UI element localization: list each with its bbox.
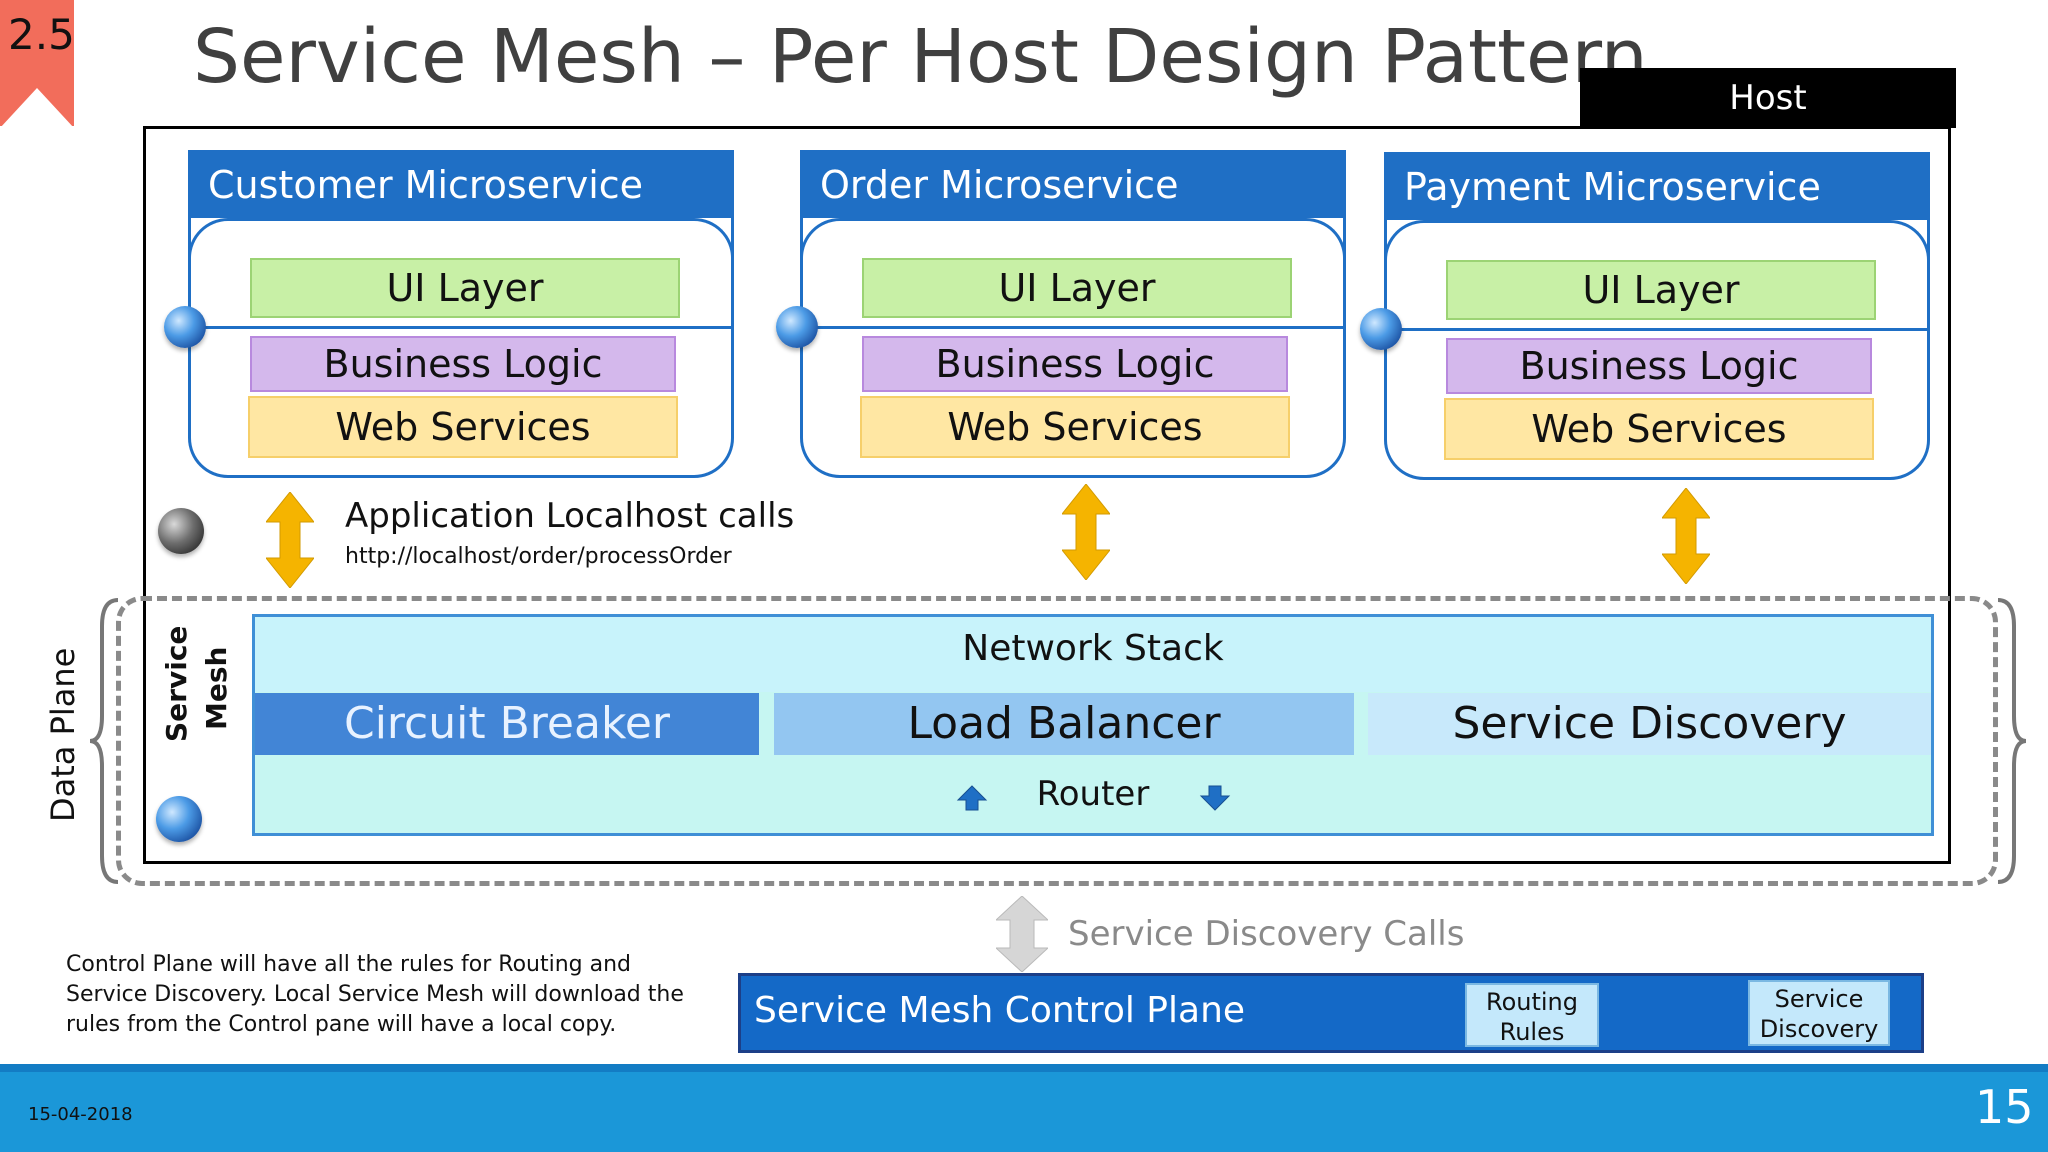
routing-rules-chip: Routing Rules [1465, 983, 1599, 1047]
service-discovery-chip: Service Discovery [1748, 980, 1890, 1046]
ui-layer: UI Layer [250, 258, 680, 318]
web-services-layer: Web Services [1444, 398, 1874, 460]
globe-icon [164, 306, 206, 348]
customer-microservice: Customer Microservice [188, 150, 734, 220]
router-label: Router [1036, 774, 1150, 814]
service-discovery-calls-label: Service Discovery Calls [1068, 914, 1465, 954]
footer-date: 15-04-2018 [28, 1104, 133, 1125]
section-badge-notch [0, 88, 74, 128]
globe-icon [1360, 308, 1402, 350]
order-microservice: Order Microservice [800, 150, 1346, 220]
microservice-title: Customer Microservice [188, 150, 734, 220]
business-logic-layer: Business Logic [250, 336, 676, 392]
globe-icon [156, 796, 202, 842]
service-discovery-calls-arrow-icon [996, 896, 1048, 972]
load-balancer: Load Balancer [774, 693, 1354, 755]
slide-title: Service Mesh – Per Host Design Pattern [193, 14, 1648, 100]
data-plane-label: Data Plane [44, 647, 82, 822]
microservice-title: Payment Microservice [1384, 152, 1930, 222]
left-brace-icon [89, 598, 119, 884]
note-line: Control Plane will have all the rules fo… [66, 952, 632, 977]
service-mesh-label-line1: Service [160, 625, 193, 742]
chip-line: Routing [1485, 988, 1578, 1016]
microservice-connector-line [1384, 328, 1930, 331]
host-container [143, 126, 1951, 864]
bidirectional-arrow-icon [1662, 488, 1710, 584]
right-brace-icon [1997, 598, 2027, 884]
circuit-breaker: Circuit Breaker [255, 693, 759, 755]
section-number: 2.5 [8, 10, 75, 59]
microservice-body-cap [800, 218, 1346, 261]
web-services-layer: Web Services [860, 396, 1290, 458]
localhost-url: http://localhost/order/processOrder [345, 544, 732, 569]
chip-line: Service [1774, 985, 1864, 1013]
globe-icon [776, 306, 818, 348]
down-arrow-icon [1199, 785, 1231, 811]
dark-globe-icon [158, 508, 204, 554]
data-plane-boundary [116, 596, 1998, 886]
bidirectional-arrow-icon [266, 492, 314, 588]
localhost-calls-label: Application Localhost calls [345, 496, 795, 536]
chip-line: Rules [1499, 1018, 1565, 1046]
service-mesh-label-line2: Mesh [200, 646, 233, 730]
business-logic-layer: Business Logic [862, 336, 1288, 392]
footer-bar [0, 1064, 2048, 1152]
note-line: Service Discovery. Local Service Mesh wi… [66, 982, 684, 1007]
business-logic-layer: Business Logic [1446, 338, 1872, 394]
payment-microservice: Payment Microservice [1384, 152, 1930, 222]
microservice-title: Order Microservice [800, 150, 1346, 220]
control-plane-title: Service Mesh Control Plane [754, 990, 1246, 1031]
service-discovery: Service Discovery [1368, 693, 1931, 755]
control-plane-box [738, 973, 1924, 1053]
up-arrow-icon [956, 785, 988, 811]
page-number: 15 [1975, 1080, 2034, 1134]
microservice-connector-line [188, 326, 734, 329]
ui-layer: UI Layer [862, 258, 1292, 318]
host-tab: Host [1580, 68, 1956, 128]
microservice-body-cap [188, 218, 734, 261]
web-services-layer: Web Services [248, 396, 678, 458]
bidirectional-arrow-icon [1062, 484, 1110, 580]
control-plane-note: Control Plane will have all the rules fo… [66, 950, 684, 1040]
ui-layer: UI Layer [1446, 260, 1876, 320]
network-stack-band [255, 617, 1931, 692]
microservice-connector-line [800, 326, 1346, 329]
chip-line: Discovery [1759, 1015, 1879, 1043]
network-stack-label: Network Stack [962, 628, 1224, 669]
note-line: rules from the Control pane will have a … [66, 1012, 617, 1037]
microservice-body-cap [1384, 220, 1930, 263]
